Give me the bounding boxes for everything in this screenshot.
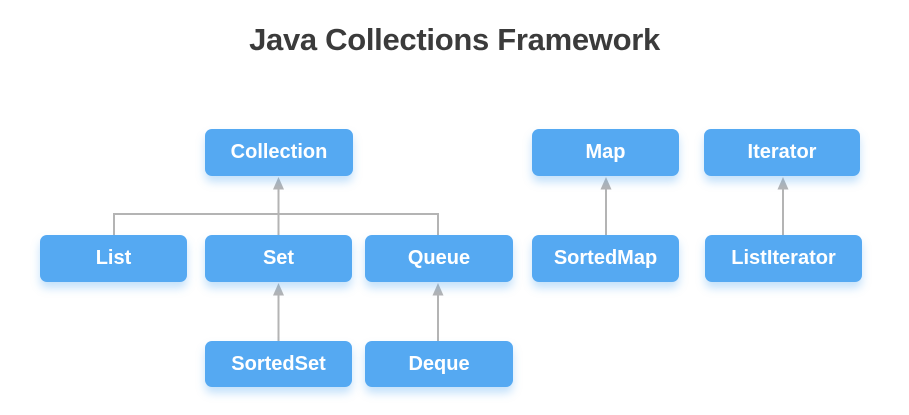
node-sortedmap: SortedMap [532, 235, 679, 282]
edge-sortedmap-map-arrowhead [600, 177, 612, 190]
edge-set-collection-arrowhead [273, 177, 284, 190]
page-title: Java Collections Framework [249, 22, 660, 57]
edge-listiterator-iterator-arrowhead [777, 177, 789, 190]
node-map: Map [532, 129, 679, 176]
edge-sortedset-set-arrowhead [273, 283, 284, 296]
node-deque: Deque [365, 341, 513, 387]
node-queue: Queue [365, 235, 513, 282]
node-set: Set [205, 235, 352, 282]
node-listiterator: ListIterator [705, 235, 862, 282]
node-sortedset: SortedSet [205, 341, 352, 387]
node-list: List [40, 235, 187, 282]
node-iterator: Iterator [704, 129, 860, 176]
edge-deque-queue-arrowhead [432, 283, 444, 296]
node-collection: Collection [205, 129, 353, 176]
